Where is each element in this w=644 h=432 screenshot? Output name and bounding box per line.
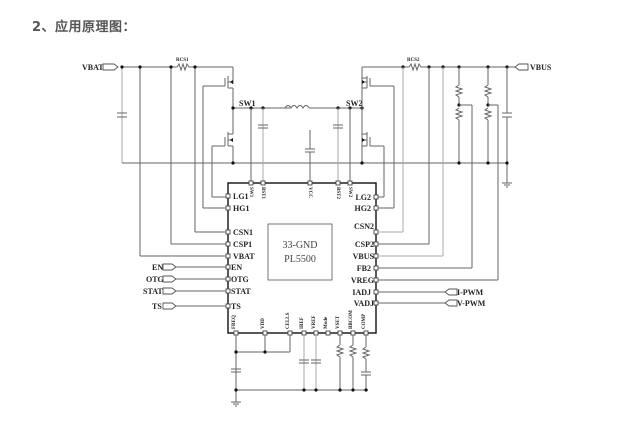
pin-vset: VSET [336,315,341,329]
chip-core-line1: 33-GND [283,240,318,251]
pin-lg2: LG2 [355,193,371,202]
feedback-divider-2 [483,67,499,280]
top-pins: SW1 BST1 VCC BST2 SW2 [248,180,353,199]
pin-en: EN [231,263,242,272]
low-side-mosfet-2 [361,108,385,197]
pin-csn2: CSN2 [354,222,374,231]
pin-mode: Mode [324,316,329,329]
svg-text:EN: EN [152,263,163,272]
pin-stat: STAT [231,287,251,296]
vpwm-port: V-PWM [378,299,486,308]
svg-text:STAT: STAT [143,287,163,296]
pin-bst2: BST2 [335,187,340,199]
pin-ts: TS [231,302,241,311]
pin-otg: OTG [231,275,249,284]
rcs1-resistor: RCS1 [176,58,190,72]
pin-lg1: LG1 [233,192,249,201]
vbat-port: VBAT [82,63,119,72]
svg-text:V-PWM: V-PWM [457,299,486,308]
pin-csp1: CSP1 [233,240,252,249]
sw2-node: SW2 [333,99,364,183]
chip-core [267,223,333,281]
ipwm-port: I-PWM [378,288,484,297]
stat-port: STAT [143,287,226,296]
pin-comp: COMP [362,314,367,329]
high-side-mosfet-2 [361,66,405,208]
svg-text:TS: TS [152,302,162,311]
pin-csp2: CSP2 [355,240,374,249]
sw1-label: SW1 [239,99,255,108]
vbat-rail [122,66,234,78]
pin-vadj: VADJ [354,299,374,308]
pin-hg1: HG1 [233,204,249,213]
bottom-network [231,335,371,407]
rcs2-label: RCS2 [407,58,420,63]
pin-csn1: CSN1 [233,228,253,237]
pin-fb2: FB2 [357,264,371,273]
inductor [284,105,338,109]
otg-port: OTG [146,275,226,284]
pin-vreg: VREG [351,276,374,285]
pin-bbcom: BBCOM [349,310,354,329]
en-port: EN [152,263,226,272]
sw1-node: SW1 [231,99,290,183]
svg-text:OTG: OTG [146,275,164,284]
section-heading: 2、应用原理图： [32,20,137,35]
pin-iadj: IADJ [352,288,371,297]
pin-hg2: HG2 [355,204,371,213]
pin-bst1: BST1 [260,187,265,199]
pin-sw2: SW2 [347,187,352,198]
bottom-pins: FREQ VDD CELLS IREF VREF Mode VSET BBCOM… [232,310,369,336]
pin-iref: IREF [300,317,305,329]
vbat-capacitor [117,112,127,118]
pin-freq: FREQ [232,315,237,329]
feedback-divider-1 [454,67,473,268]
high-side-mosfet-1 [202,76,234,208]
rcs1-label: RCS1 [176,58,189,63]
pin-vbat: VBAT [233,252,255,261]
pin-vref: VREF [312,315,317,329]
chip-core-line2: PL5500 [284,254,316,265]
pin-cells: CELLS [286,312,291,329]
pin-vdd: VDD [261,318,266,329]
vcc-capacitor [305,130,315,183]
low-side-mosfet-1 [211,108,234,197]
pin-sw1: SW1 [248,187,253,198]
ts-port: TS [152,302,226,311]
pin-vcc: VCC [307,187,312,198]
pin-vbus: VBUS [353,252,375,261]
vbus-capacitor [502,67,512,183]
right-pins: LG2 HG2 CSN2 CSP2 VBUS FB2 VREG IADJ VAD… [351,193,379,308]
ground-symbol-right [502,182,512,188]
sw2-label: SW2 [346,99,362,108]
vbat-port-label: VBAT [82,63,104,72]
vbus-port-label: VBUS [530,63,552,72]
left-pins: LG1 HG1 CSN1 CSP1 VBAT EN OTG STAT TS [225,192,255,311]
vbus-rail: RCS2 VBUS [401,58,552,72]
svg-text:I-PWM: I-PWM [457,288,484,297]
